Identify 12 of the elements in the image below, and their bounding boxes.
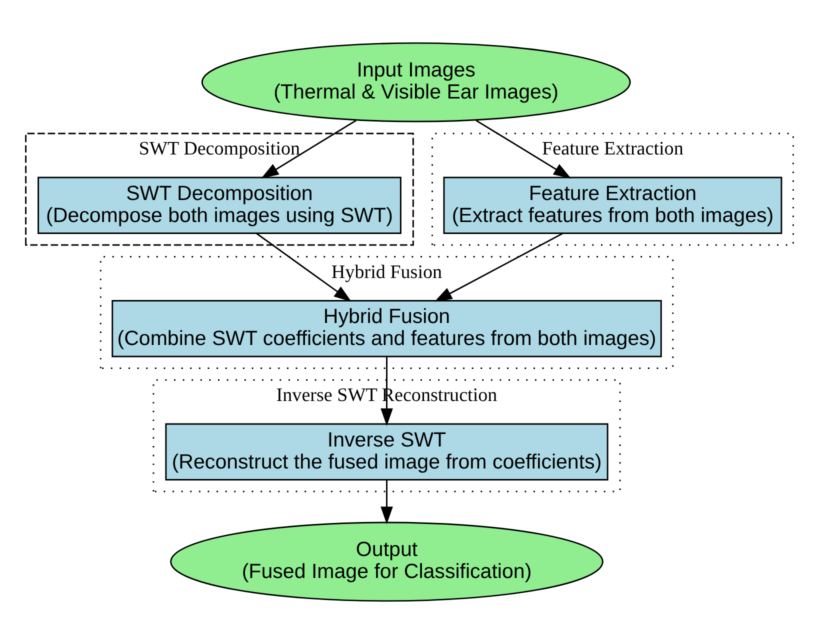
arrow bbox=[256, 232, 352, 302]
arrow bbox=[434, 232, 563, 302]
node-box: SWT Decomposition (Decompose both images using SWT) bbox=[38, 176, 402, 234]
node-ellipse: Input Images (Thermal & Visible Ear Images) bbox=[201, 42, 631, 122]
arrow bbox=[261, 120, 356, 178]
node-box: Hybrid Fusion (Combine SWT coefficients and features from both images) bbox=[112, 300, 662, 358]
arrow bbox=[380, 480, 393, 524]
node-box: Feature Extraction (Extract features from both images) bbox=[443, 176, 782, 234]
node-ellipse: Output (Fused Image for Classification) bbox=[170, 522, 604, 602]
node-box: Inverse SWT (Reconstruct the fused image from coefficients) bbox=[165, 423, 608, 480]
arrow bbox=[476, 120, 572, 178]
arrow bbox=[380, 356, 393, 426]
